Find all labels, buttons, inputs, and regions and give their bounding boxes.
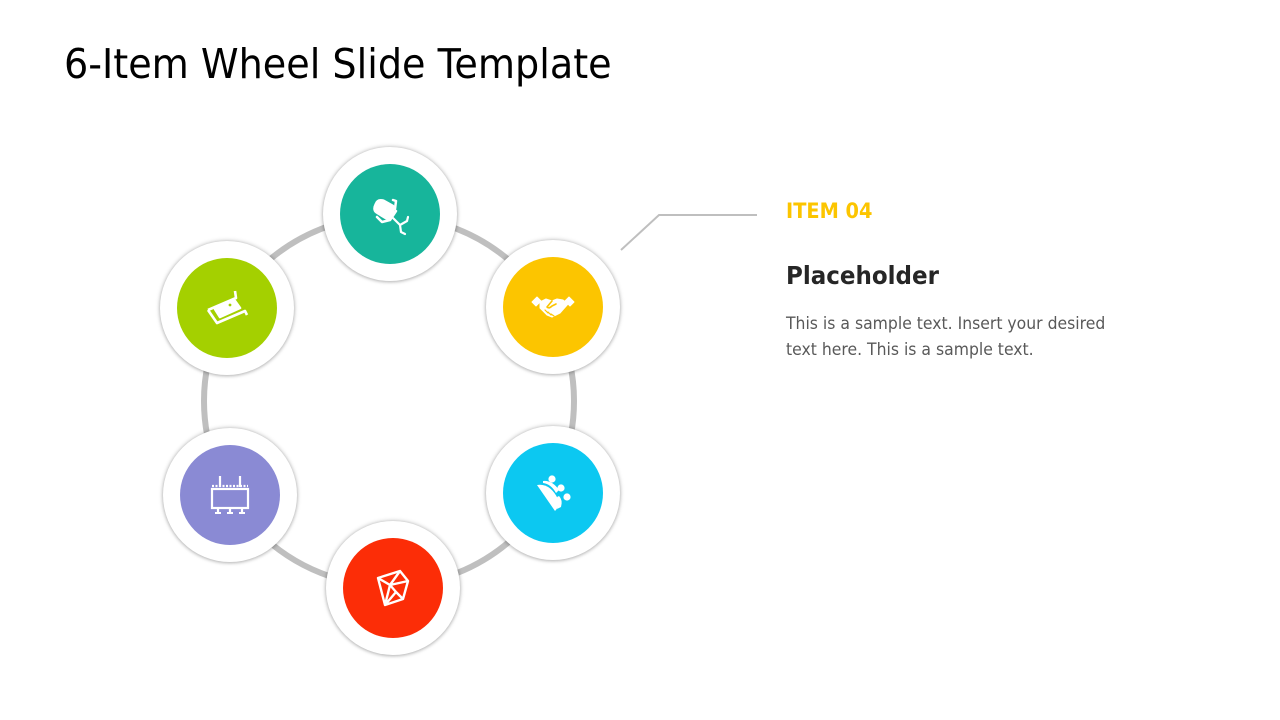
wheel-node-item-06[interactable] xyxy=(160,241,294,375)
wheel-disc-cyan xyxy=(503,443,603,543)
wheel-node-item-05[interactable] xyxy=(163,428,297,562)
wheel-disc-purple xyxy=(180,445,280,545)
slide-title: 6-Item Wheel Slide Template xyxy=(64,40,612,88)
wheel-node-item-03[interactable] xyxy=(486,426,620,560)
wheel-disc-teal xyxy=(340,164,440,264)
wheel-disc-yellow xyxy=(503,257,603,357)
audience-crowd-icon xyxy=(537,475,571,511)
callout-body-text: This is a sample text. Insert your desir… xyxy=(786,314,1106,360)
wheel-disc-green xyxy=(177,258,277,358)
gem-crystal-icon xyxy=(376,569,410,607)
wheel-node-item-04[interactable] xyxy=(326,521,460,655)
office-chair-icon xyxy=(373,198,410,236)
wheel-node-item-02[interactable] xyxy=(486,240,620,374)
wheel-disc-red xyxy=(343,538,443,638)
callout-item-label: ITEM 04 xyxy=(786,199,873,223)
handshake-icon xyxy=(531,296,575,318)
desk-drawer-icon xyxy=(206,290,249,325)
wheel-node-item-01[interactable] xyxy=(323,147,457,281)
billboard-sign-icon xyxy=(210,476,250,514)
callout-heading: Placeholder xyxy=(786,261,939,290)
